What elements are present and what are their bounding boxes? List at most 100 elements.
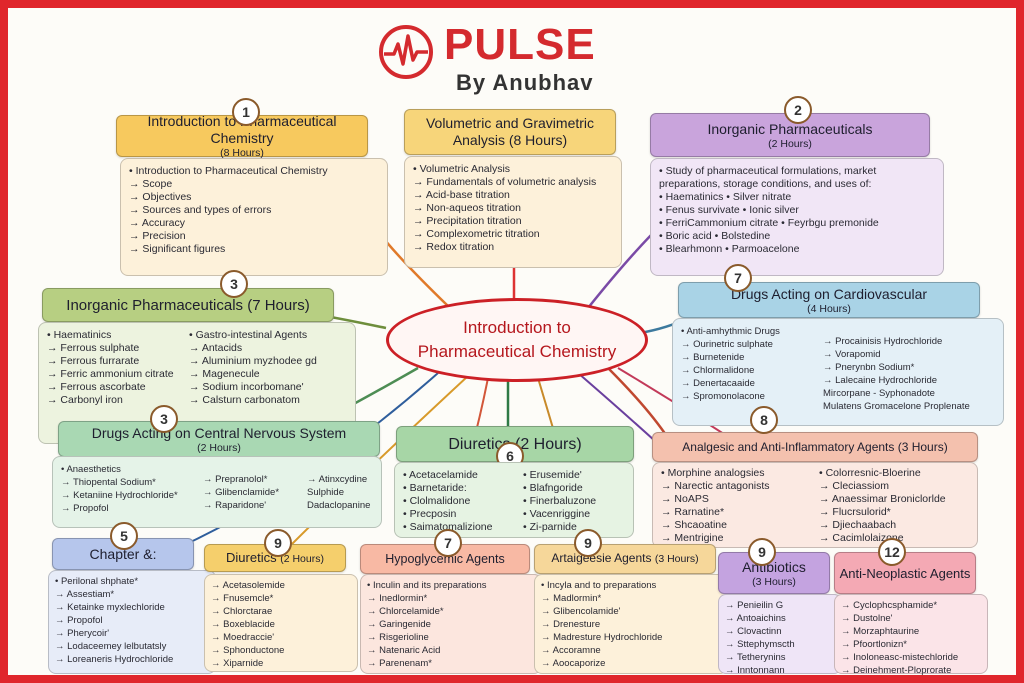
list-item: → Significant figures (129, 243, 226, 255)
list-item: • Haematinics • Silver nitrate (659, 191, 792, 203)
pulse-logo-icon (379, 25, 433, 79)
list-item: → Accuracy (129, 217, 186, 229)
list-item: → Pnerynbn Sodium* (823, 362, 915, 373)
list-item: • Blearhmonn • Parmoacelone (659, 243, 800, 255)
list-item: → Accoramne (541, 645, 601, 656)
list-item: → Natenaric Acid (367, 645, 441, 656)
card-body: • Study of pharmaceutical formulations, … (650, 158, 944, 276)
list-item: → Carbonyl iron (47, 394, 123, 406)
card-title: Inorganic Pharmaceuticals (707, 120, 873, 137)
list-item: → Prepranolol* (203, 474, 268, 485)
list-item: → Clovactinn (725, 626, 782, 637)
list-item: • Saimatomalizione (403, 521, 493, 533)
list-item: → Magenecule (189, 368, 260, 380)
list-item: • Perilonal shphate* (55, 576, 139, 587)
card-body: • Volumetric Analysis→ Fundamentals of v… (404, 156, 622, 268)
card-number-badge: 8 (750, 406, 778, 434)
card-title: Hypoglycemic Agents (385, 551, 505, 566)
list-item: • Blafngoride (523, 482, 583, 494)
card-number-badge: 7 (724, 264, 752, 292)
list-item: → Ferrous sulphate (47, 342, 140, 354)
item-list: • Erusemide'• Blafngoride• Finerbaluzone… (523, 469, 596, 534)
card-header: Artaigeesie Agents (3 Hours) (534, 544, 716, 574)
item-list: • Colorresnic-Bloerine→ Cleciassiom→ Ana… (819, 467, 946, 545)
card-body: • Introduction to Pharmaceutical Chemist… (120, 158, 388, 276)
card-number-badge: 3 (220, 270, 248, 298)
list-item: → Non-aqueos titration (413, 202, 521, 214)
list-item: → Cyclophcsphamide* (841, 600, 938, 611)
list-item: → Djiechaabach (819, 519, 897, 531)
list-item: → Sodium incorbomane' (189, 381, 304, 393)
list-item: → Atinxcydine (307, 474, 368, 485)
list-item: → Redox titration (413, 241, 495, 253)
central-topic-line2: Pharmaceutical Chemistry (417, 342, 617, 361)
list-item: → Glibenclamide* (203, 487, 280, 498)
card-number-badge: 9 (574, 529, 602, 557)
card-body: • Morphine analogsies→ Narectic antagoni… (652, 462, 978, 548)
card-number-badge: 7 (434, 529, 462, 557)
card-header: Drugs Acting on Central Nervous System (… (58, 421, 380, 457)
list-item: → Garingenide (367, 619, 431, 630)
item-list: • Incyla and to preparations→ Madlormin*… (541, 579, 721, 670)
item-list: • Perilonal shphate*→ Assestiam*→ Ketain… (55, 575, 209, 666)
list-item: → Inedlormin* (367, 593, 428, 604)
item-list: • Anti-amhythmic Drugs→ Ourinetric sulph… (681, 325, 780, 403)
list-item: → Narectic antagonists (661, 480, 770, 492)
card-body: • Anti-amhythmic Drugs→ Ourinetric sulph… (672, 318, 1004, 426)
card-title: Artaigeesie Agents (551, 551, 652, 565)
list-item: → Shcaoatine (661, 519, 727, 531)
list-item: → Thiopental Sodium* (61, 477, 156, 488)
card-title: Analgesic and Anti-Inflammatory Agents (… (682, 439, 948, 454)
list-item: • Vacenriggine (523, 508, 591, 520)
list-item: • Anaesthetics (61, 464, 121, 475)
item-list: • Inculin and its preparations → Inedlorm… (367, 579, 535, 670)
list-item: → Raparidone' (203, 500, 267, 511)
brand-subtitle: By Anubhav (456, 70, 594, 95)
list-item: → Pfoortlonizn* (841, 639, 908, 650)
card-subtitle: (2 Hours) (197, 441, 241, 454)
list-item: → Chlorctarae (211, 606, 273, 617)
card-header: Drugs Acting on Cardiovascular (4 Hours) (678, 282, 980, 318)
item-list: → Procainisis Hydrochloride→ Vorapomid→ … (823, 335, 970, 413)
list-item: • Erusemide' (523, 469, 582, 481)
list-item: → Mentrigine (661, 532, 724, 544)
list-item: → Calsturn carbonatom (189, 394, 300, 406)
list-item: • Inculin and its preparations (367, 580, 487, 591)
list-item: → Fnusemcle* (211, 593, 274, 604)
list-item: → Ferrous furrarate (47, 355, 140, 367)
list-item: Dadaclopanine (307, 500, 371, 511)
list-item: → Dustolne' (841, 613, 893, 624)
list-item: → Ketaniine Hydrochloride* (61, 490, 178, 501)
list-item: → Aluminium myzhodee gd (189, 355, 317, 367)
list-item: → Deinehment-Ploprorate (841, 665, 952, 675)
list-item: → Denertacaaide (681, 378, 755, 389)
list-item: → Tetherynins (725, 652, 786, 663)
central-topic-line1: Introduction to (463, 318, 571, 337)
list-item: • Precposin (403, 508, 457, 520)
card-header: Volumetric and Gravimetric Analysis (8 H… (404, 109, 616, 155)
list-item: → Boxeblacide (211, 619, 275, 630)
list-item: → Sphonductone (211, 645, 285, 656)
list-item: • Study of pharmaceutical formulations, … (659, 165, 877, 177)
list-item: → Ferrous ascorbate (47, 381, 146, 393)
item-list: • Morphine analogsies→ Narectic antagoni… (661, 467, 770, 545)
item-list: • Gastro-intestinal Agents→ Antacids→ Al… (189, 329, 317, 407)
card-title: Volumetric and Gravimetric Analysis (8 H… (425, 115, 595, 148)
list-item: • Volumetric Analysis (413, 163, 511, 175)
list-item: Mircorpane - Syphonadote (823, 388, 935, 399)
item-list: • Acetacelamide• Barnetaride:• Clolmalid… (403, 469, 492, 534)
list-item: • Boric acid • Bolstedine (659, 230, 771, 242)
card-body: • Incyla and to preparations→ Madlormin*… (534, 574, 728, 674)
list-item: → Chlorcelamide* (367, 606, 444, 617)
item-list: → Prepranolol* → Glibenclamide* → Raparido… (203, 473, 279, 512)
list-item: • Introduction to Pharmaceutical Chemist… (129, 165, 328, 177)
item-list: → Penieilin G→ Antoaichins→ Clovactinn→ … (725, 599, 835, 675)
list-item: • Barnetaride: (403, 482, 467, 494)
card-body: • Perilonal shphate*→ Assestiam*→ Ketain… (48, 570, 216, 674)
item-list: • Anaesthetics → Thiopental Sodium* → Keta… (61, 463, 178, 515)
card-subtitle: (4 Hours) (807, 302, 851, 315)
item-list: → Acetasolemide→ Fnusemcle*→ Chlorctarae… (211, 579, 351, 670)
list-item: → Inntonnann (725, 665, 785, 675)
list-item: → Ourinetric sulphate (681, 339, 773, 350)
